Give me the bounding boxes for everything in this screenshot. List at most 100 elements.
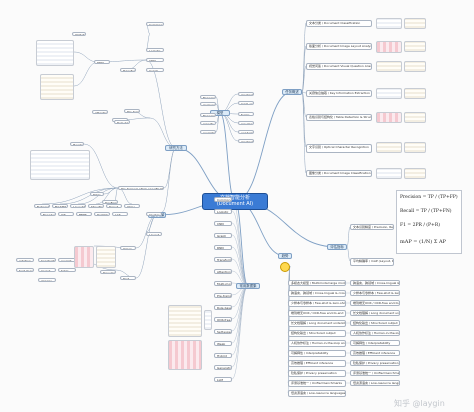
family-node[interactable]: Network: [34, 204, 50, 208]
trend-detail[interactable]: 人机协作标注 / Human-in-the-loop annotation: [350, 330, 400, 336]
dataset-node[interactable]: Multi-modal: [214, 281, 232, 286]
method-sub[interactable]: Attention: [92, 110, 108, 114]
encoder-node[interactable]: ResNet: [94, 212, 110, 216]
family-node[interactable]: BiLSTM: [52, 204, 68, 208]
trend-item[interactable]: 多模态大模型 / Multimodal large models: [288, 280, 346, 286]
app-node[interactable]: layout: [38, 268, 56, 272]
trend-item[interactable]: 少样本与零样本 / Few-shot & zero-shot: [288, 300, 346, 307]
family-node[interactable]: Donut: [106, 204, 122, 208]
method-sub[interactable]: Transformer: [120, 68, 136, 72]
app-node[interactable]: images: [38, 278, 56, 282]
method-sub[interactable]: RNN: [94, 60, 110, 64]
model-node[interactable]: financial documents: [200, 95, 216, 99]
trend-detail[interactable]: 结构化输出 / Structured output: [350, 320, 400, 326]
family-node[interactable]: StrucTexT: [88, 204, 104, 208]
dataset-node[interactable]: CNN: [214, 221, 232, 226]
app-node[interactable]: text lines: [16, 268, 34, 272]
dataset-node[interactable]: Self-supervised: [214, 329, 232, 334]
family-node[interactable]: LayoutXLM: [70, 204, 86, 208]
app-node[interactable]: Layout: [146, 232, 162, 236]
trend-detail[interactable]: 长文档理解 / Long document understanding: [350, 310, 400, 316]
hub-datasets[interactable]: 常用数据集: [236, 283, 260, 289]
model-node[interactable]: medical records: [238, 92, 254, 96]
task-item[interactable]: 图像分类 / Document Image Classification: [306, 170, 372, 177]
method-node[interactable]: Graph: [146, 68, 164, 72]
trend-item[interactable]: 人机协作标注 / Human-in-the-loop annotation: [288, 340, 346, 347]
app-node[interactable]: rotation: [16, 258, 34, 262]
trend-item[interactable]: 长文档理解 / Long document understanding: [288, 320, 346, 327]
method-node[interactable]: Common: [146, 22, 164, 26]
root-node[interactable]: 文档智能分析 (Document AI): [202, 193, 268, 210]
dataset-node[interactable]: Logistic: [214, 209, 232, 214]
model-node[interactable]: Header: [70, 142, 84, 146]
trend-item[interactable]: 评测基准统一 / Unified benchmarks: [288, 380, 346, 387]
trend-detail[interactable]: 评测基准统一 / Unified benchmarks: [350, 370, 400, 376]
method-node[interactable]: OCR-free: [72, 32, 86, 36]
method-sub[interactable]: Pre-training: [124, 109, 140, 113]
model-node[interactable]: academic papers: [238, 130, 254, 134]
app-node[interactable]: handwriting: [38, 258, 56, 262]
trend-item[interactable]: 隐私保护 / Privacy preservation: [288, 370, 346, 377]
trend-item[interactable]: 可解释性 / Interpretability: [288, 350, 346, 357]
model-node[interactable]: forms: [238, 112, 254, 116]
model-node[interactable]: medical records: [238, 139, 254, 143]
dataset-node[interactable]: LLM: [214, 377, 232, 382]
eval-item[interactable]: 文本识别精度 / Precision, Recall, F1 (OCR): [350, 224, 394, 230]
dataset-node[interactable]: Common: [214, 197, 232, 202]
task-item[interactable]: 关键信息抽取 / Key Information Extraction: [306, 90, 372, 97]
hub-trends[interactable]: 趋势: [278, 253, 292, 259]
trend-detail[interactable]: 跨语言、跨领域 / Cross-lingual & cross-domain: [350, 280, 400, 286]
app-node[interactable]: Document: [100, 270, 116, 274]
hub-eval[interactable]: 评估指标: [327, 244, 347, 250]
trend-item[interactable]: 高效推理 / Efficient inference: [288, 360, 346, 367]
encoder-node[interactable]: BERT: [76, 212, 92, 216]
trend-detail[interactable]: 高效推理 / Efficient inference: [350, 350, 400, 356]
dataset-node[interactable]: Attention: [214, 269, 232, 274]
model-node[interactable]: receipts: [200, 130, 216, 134]
trend-detail[interactable]: 端到端无OCR / OCR-free end-to-end: [350, 300, 400, 306]
model-node[interactable]: resumes: [238, 121, 254, 125]
model-node[interactable]: financial documents: [200, 113, 216, 117]
dataset-node[interactable]: Hybrid: [214, 353, 232, 358]
trend-detail[interactable]: 低资源语言 / Low-resource languages: [350, 380, 400, 386]
trend-item[interactable]: 低资源语言 / Low-resource languages: [288, 390, 346, 397]
trend-detail[interactable]: 可解释性 / Interpretability: [350, 340, 400, 346]
pretrain-node[interactable]: Pre-trained / Task-specific Networks: [118, 186, 164, 190]
family-node[interactable]: UDoc: [124, 204, 140, 208]
method-node[interactable]: Logistic: [146, 48, 164, 52]
method-node[interactable]: CNN: [146, 58, 164, 62]
trend-detail[interactable]: 隐私保护 / Privacy preservation: [350, 360, 400, 366]
dataset-node[interactable]: OCR-free: [214, 317, 232, 322]
hub-tasks[interactable]: 任务概述: [282, 89, 302, 95]
model-node[interactable]: DocFormer: [102, 200, 118, 204]
model-node[interactable]: invoices: [200, 102, 216, 106]
dataset-node[interactable]: Transformer: [214, 257, 232, 262]
dataset-node[interactable]: Rule-based: [214, 305, 232, 310]
task-item[interactable]: 表格识别与结构化 / Table Detection & Structure R…: [306, 114, 372, 121]
encoder-node[interactable]: Encoder: [40, 212, 56, 216]
eval-item[interactable]: 平均精确率 / mAP (Layout, Detection): [350, 258, 394, 266]
task-item[interactable]: 视觉问答 / Document Visual Question Answerin…: [306, 63, 372, 70]
task-item[interactable]: 版面分析 / Document Image Layout Analysis: [306, 43, 372, 50]
encoder-node[interactable]: LiLT: [112, 212, 128, 216]
dataset-node[interactable]: Weak: [214, 341, 232, 346]
model-node[interactable]: Table: [90, 192, 104, 196]
dataset-node[interactable]: Pre-training: [214, 293, 232, 298]
app-node[interactable]: table: [58, 268, 76, 272]
model-node[interactable]: reports: [200, 121, 216, 125]
encoder-node[interactable]: ViT: [58, 212, 74, 216]
dataset-node[interactable]: Generative: [214, 365, 232, 370]
model-node[interactable]: Cluster: [146, 212, 162, 216]
trend-detail[interactable]: 少样本与零样本 / Few-shot & zero-shot: [350, 290, 400, 296]
app-node[interactable]: Text: [120, 276, 136, 280]
app-node[interactable]: Vision: [120, 246, 136, 250]
model-node[interactable]: legal contracts: [238, 101, 254, 105]
task-item[interactable]: 文本分类 / Document Classification: [306, 20, 372, 27]
dataset-node[interactable]: Graph: [214, 233, 232, 238]
trend-item[interactable]: 端到端无OCR / OCR-free end-to-end: [288, 310, 346, 317]
method-sub[interactable]: Rule-based: [114, 120, 130, 124]
trend-item[interactable]: 跨语言、跨领域 / Cross-lingual & cross-domain: [288, 290, 346, 297]
hub-methods[interactable]: 研究方法: [165, 145, 187, 151]
trend-item[interactable]: 结构化输出 / Structured output: [288, 330, 346, 337]
dataset-node[interactable]: RNN: [214, 245, 232, 250]
